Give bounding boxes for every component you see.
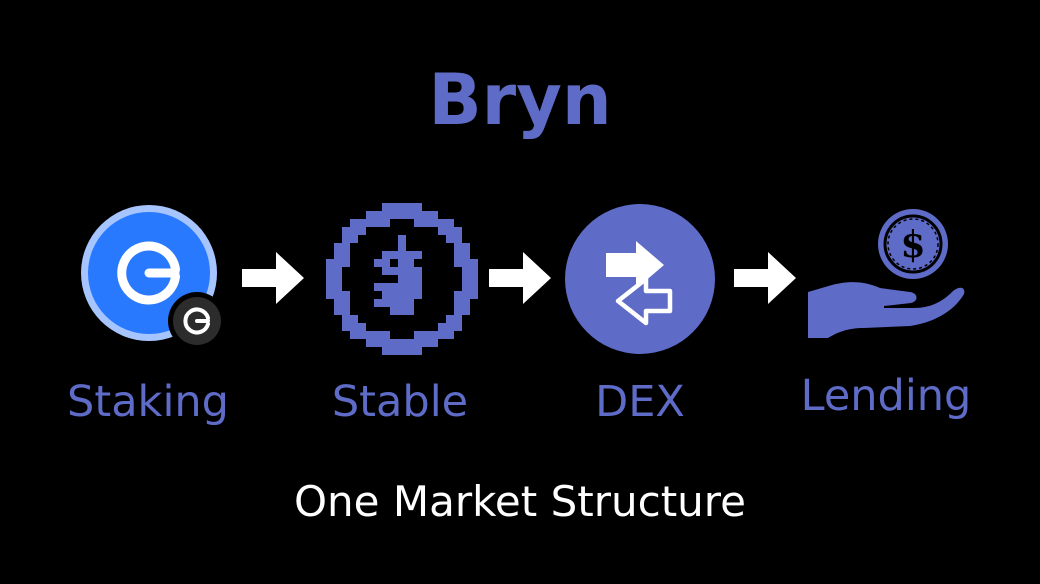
page-title: Bryn (428, 59, 612, 141)
step-label-lending: Lending (800, 371, 972, 421)
step-label-staking: Staking (67, 377, 229, 427)
step-label-stable: Stable (331, 377, 469, 427)
stablecoin-icon (326, 203, 478, 355)
hand-with-dollar-coin-icon: $ (806, 208, 968, 344)
subtitle: One Market Structure (294, 477, 746, 526)
swap-exchange-icon (564, 203, 716, 355)
staking-token-icon (79, 203, 226, 350)
svg-text:$: $ (900, 224, 925, 266)
flow-arrow-3 (734, 252, 798, 304)
flow-arrow-1 (242, 252, 306, 304)
step-label-dex: DEX (595, 377, 685, 427)
flow-arrow-2 (489, 252, 553, 304)
